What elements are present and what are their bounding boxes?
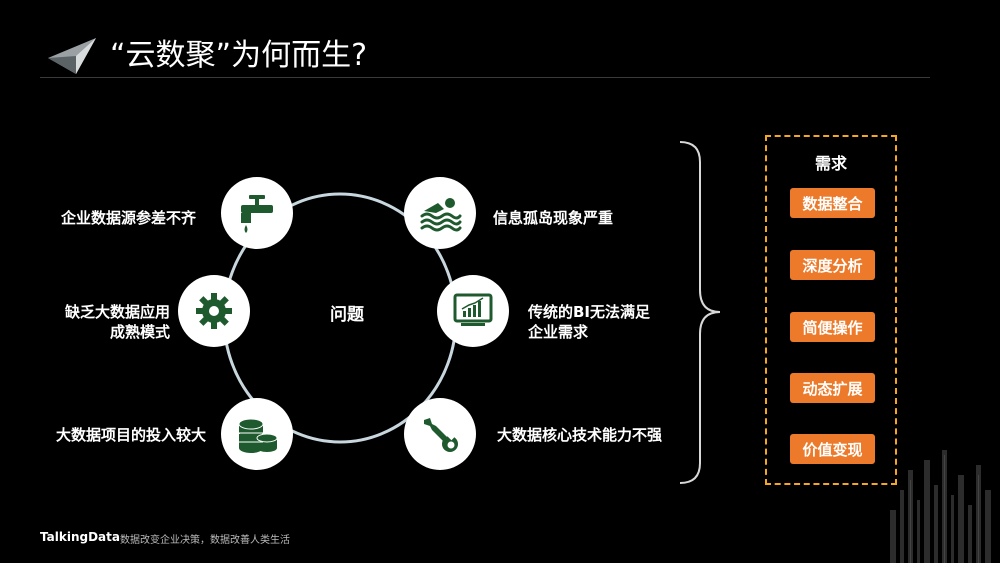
problem-label-5-line1: 传统的BI无法满足 xyxy=(528,303,651,321)
gear-node xyxy=(178,275,250,347)
right-brace xyxy=(679,141,721,484)
need-dynamic-scaling: 动态扩展 xyxy=(790,373,875,403)
monitor-node xyxy=(437,275,509,347)
problem-label-2-line1: 缺乏大数据应用 xyxy=(64,303,170,321)
skyline-decoration xyxy=(890,450,991,563)
logo-mark-icon xyxy=(48,38,96,74)
center-label: 问题 xyxy=(330,305,364,325)
problem-label-2-line2: 成熟模式 xyxy=(109,323,170,341)
problem-label-5-line2: 企业需求 xyxy=(528,323,589,341)
page-title: “云数聚”为何而生? xyxy=(110,38,368,73)
gear-icon xyxy=(196,293,232,329)
coins-icon xyxy=(238,418,278,453)
problem-label-4: 信息孤岛现象严重 xyxy=(493,209,614,227)
faucet-node xyxy=(221,177,293,249)
wrench-node xyxy=(404,398,476,470)
wrench-icon xyxy=(424,418,458,452)
problem-label-3: 大数据项目的投入较大 xyxy=(55,426,206,444)
need-value-realization: 价值变现 xyxy=(790,434,875,464)
need-data-integration: 数据整合 xyxy=(790,188,875,218)
need-deep-analysis: 深度分析 xyxy=(790,250,875,280)
swimmer-icon xyxy=(420,198,462,232)
footer-slogan: 数据改变企业决策，数据改善人类生活 xyxy=(120,535,290,546)
needs-panel xyxy=(765,135,897,485)
swimmer-node xyxy=(404,177,476,249)
title-divider xyxy=(40,77,930,78)
problem-label-6: 大数据核心技术能力不强 xyxy=(497,426,663,444)
needs-title: 需求 xyxy=(814,154,847,173)
faucet-icon xyxy=(241,195,273,233)
problem-label-5: 传统的BI无法满足 企业需求 xyxy=(528,302,650,342)
footer-brand: TalkingData xyxy=(40,530,120,544)
need-easy-operation: 简便操作 xyxy=(790,312,875,342)
monitor-chart-icon xyxy=(453,293,493,326)
problem-label-1: 企业数据源参差不齐 xyxy=(60,209,196,227)
problem-label-2: 缺乏大数据应用 成熟模式 xyxy=(20,302,170,342)
coins-node xyxy=(221,398,293,470)
